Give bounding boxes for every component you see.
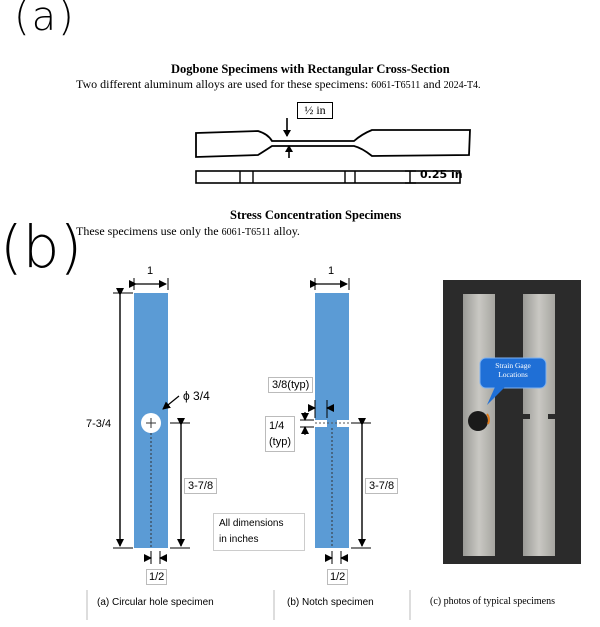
fig-b-bottom-label: 1/2 [327,569,349,585]
fig-a-length-label: 7-3/4 [86,418,112,430]
photo-gauge-hole [486,413,490,425]
fig-b-half-length-label: 3-7/8 [365,478,399,494]
part-b-desc-suffix: alloy. [270,224,300,238]
part-b-description: These specimens use only the 6061-T6511 … [76,224,300,239]
part-a-marker: (a) [14,0,76,40]
thickness-label: 0.25 in [420,168,463,181]
caption-a: (a) Circular hole specimen [97,597,214,608]
width-label-box: ½ in [297,102,333,119]
fig-a-hole-label: ϕ 3/4 [183,389,210,403]
part-b-marker: (b) [0,213,83,281]
dogbone-sketch [195,118,471,184]
fig-b-width-label: 1 [328,265,335,277]
fig-a-half-length-label: 3-7/8 [184,478,218,494]
part-b-title: Stress Concentration Specimens [230,208,402,222]
fig-b-notch-width-typ: (typ) [269,436,291,448]
dogbone-side-view [195,170,461,184]
callout-text: Strain Gage Locations [480,361,546,379]
width-label: ½ in [304,103,326,117]
photo-notch-specimen [523,294,555,556]
part-b-desc-prefix: These specimens use only the [76,224,222,238]
caption-c: (c) photos of typical specimens [430,596,555,607]
note-line1: All dimensions [219,518,284,529]
dimensions-note: All dimensions in inches [213,513,305,551]
photo-hole [468,411,488,431]
caption-b: (b) Notch specimen [287,597,374,608]
callout-bubble [479,357,547,389]
fig-b-notch-width-label: 1/4 [269,420,285,432]
dogbone-top-view [195,129,471,158]
fig-b-notch-depth-label: 3/8(typ) [268,377,314,393]
callout-line1: Strain Gage [495,361,531,370]
alloy-6061: 6061-T6511 [371,80,421,91]
fig-a-width-label: 1 [147,265,154,277]
part-a-description: Two different aluminum alloys are used f… [76,77,481,92]
part-a-desc-and: and [420,77,444,91]
note-line2: in inches [219,534,259,545]
part-a-desc-prefix: Two different aluminum alloys are used f… [76,77,372,91]
alloy-2024: 2024-T4. [443,80,481,91]
fig-b-notch-width-box: 1/4 (typ) [265,416,295,452]
alloy-6061-b: 6061-T6511 [221,227,271,238]
fig-a-bottom-label: 1/2 [146,569,168,585]
callout-line2: Locations [498,370,528,379]
specimen-photo [443,280,581,564]
part-a-title: Dogbone Specimens with Rectangular Cross… [171,62,450,76]
